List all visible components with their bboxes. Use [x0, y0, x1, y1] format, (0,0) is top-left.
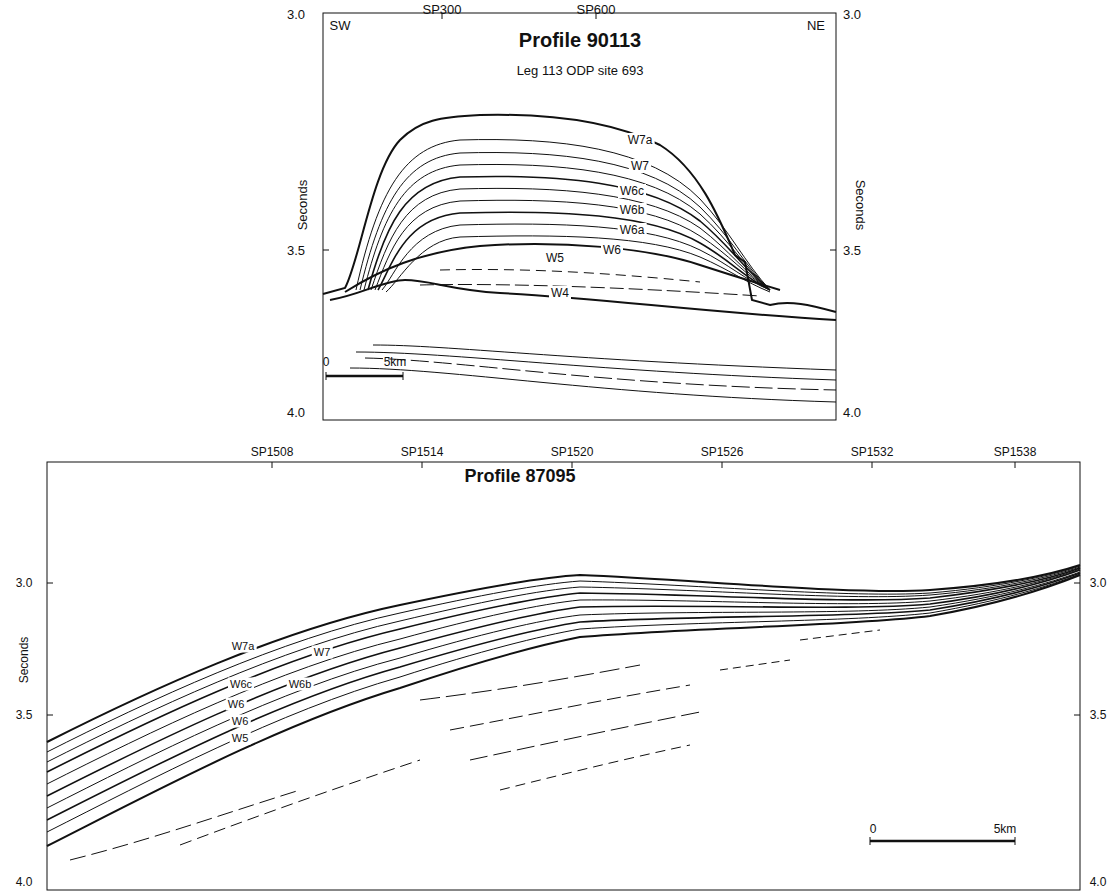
- axis-title: Seconds: [853, 178, 868, 233]
- horizon-label: W6c: [618, 184, 646, 198]
- horizon-label: W4: [549, 286, 571, 300]
- site-label: Leg 113 ODP site 693: [515, 63, 646, 78]
- horizon-label: W5: [544, 251, 566, 265]
- profile-title: Profile 90113: [517, 29, 643, 51]
- axis-value: 3.5: [285, 243, 307, 258]
- horizon-label: W6c: [228, 678, 254, 691]
- axis-value: 4.0: [285, 405, 307, 420]
- panel-frame: [323, 13, 836, 420]
- horizon-label: W6: [226, 698, 247, 711]
- direction-label: NE: [805, 18, 827, 33]
- horizon-label: W6b: [287, 678, 314, 691]
- axis-value: 3.5: [1088, 708, 1109, 722]
- shotpoint-label: SP1526: [699, 445, 746, 459]
- horizon-label: W7a: [626, 133, 655, 147]
- scale-value: 0: [868, 822, 879, 836]
- profile-title: Profile 87095: [462, 466, 577, 486]
- axis-value: 4.0: [14, 875, 35, 889]
- horizon-label: W7a: [230, 640, 257, 653]
- shotpoint-label: SP300: [420, 1, 463, 16]
- horizon-label: W6a: [618, 223, 647, 237]
- axis-value: 3.5: [841, 243, 863, 258]
- shotpoint-label: SP600: [574, 1, 617, 16]
- horizon-label: W6b: [618, 203, 647, 217]
- axis-title: Seconds: [17, 635, 31, 686]
- scale-value: 5km: [992, 822, 1019, 836]
- horizon-label: W6: [230, 715, 251, 728]
- shotpoint-label: SP1532: [849, 445, 896, 459]
- shotpoint-label: SP1538: [992, 445, 1039, 459]
- scale-value: 5km: [382, 355, 409, 369]
- axis-value: 4.0: [841, 405, 863, 420]
- seafloor: [47, 565, 1080, 742]
- horizon-label: W5: [230, 732, 251, 745]
- shotpoint-label: SP1514: [399, 445, 446, 459]
- axis-title: Seconds: [295, 178, 310, 233]
- panel-frame: [47, 462, 1080, 890]
- axis-value: 3.0: [841, 7, 863, 22]
- shotpoint-label: SP1520: [549, 445, 596, 459]
- seafloor: [323, 115, 836, 312]
- axis-value: 3.0: [285, 7, 307, 22]
- axis-value: 3.5: [14, 708, 35, 722]
- axis-value: 3.0: [14, 576, 35, 590]
- horizon-label: W6: [601, 243, 623, 257]
- axis-value: 4.0: [1088, 875, 1109, 889]
- horizon-label: W7: [629, 159, 651, 173]
- horizon-label: W7: [312, 646, 333, 659]
- shotpoint-label: SP1508: [249, 445, 296, 459]
- scale-value: 0: [321, 355, 332, 369]
- direction-label: SW: [328, 18, 353, 33]
- axis-value: 3.0: [1088, 576, 1109, 590]
